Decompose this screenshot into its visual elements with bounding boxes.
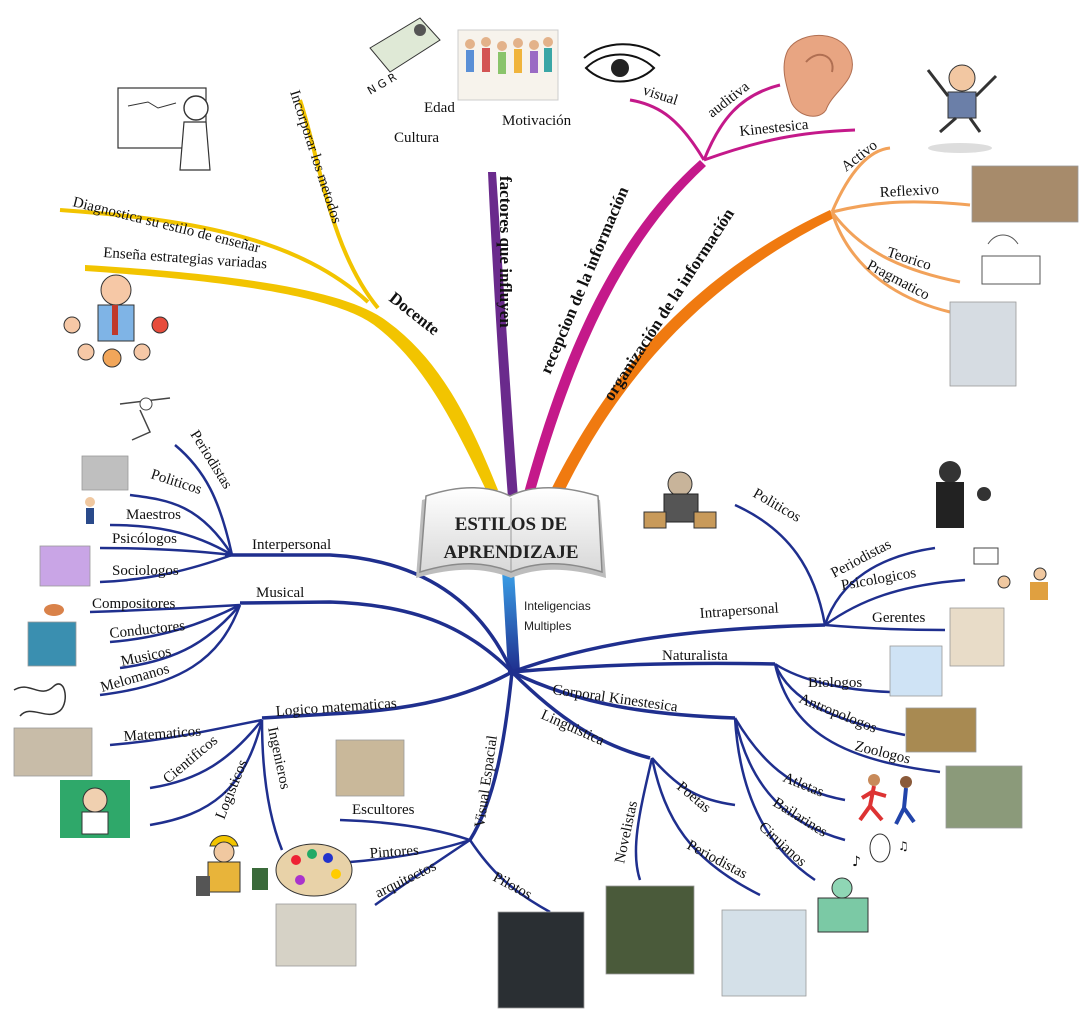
docente-item-incorporar: Incorporar los metodos [286, 88, 344, 225]
people-crowd-icon [457, 29, 559, 101]
math-notes-photo-icon [13, 727, 93, 777]
svg-text:♪: ♪ [852, 854, 861, 870]
ear-icon [783, 34, 853, 117]
journalist-sketch-icon [119, 397, 171, 441]
anthropology-photo-icon [905, 707, 977, 753]
press-cameras-icon [721, 909, 807, 997]
visual-item-pintores: Pintores [369, 843, 419, 862]
cockpit-photo-icon [497, 911, 585, 1009]
handshake-icon [81, 455, 129, 491]
musicians-board-icon [27, 621, 77, 667]
sub-visual [339, 671, 551, 914]
center-title-line2: APRENDIZAJE [443, 542, 578, 563]
biologist-icon [889, 645, 943, 697]
teacher-figure-icon [85, 497, 95, 524]
reading-man-photo-icon [605, 885, 695, 975]
interpersonal-item-psicologos: Psicólogos [112, 531, 177, 547]
logico-item-matematicos: Matematicos [123, 724, 202, 745]
svg-text:♫: ♫ [898, 839, 909, 853]
factores-label: factores que influyen [496, 176, 515, 328]
logico-item-ingenieros: Ingenieros [264, 726, 293, 791]
sub-corporal [511, 670, 846, 882]
visual-label: Visual Espacial [472, 734, 501, 828]
tired-man-photo-icon [971, 165, 1079, 223]
docente-item-diagnostica: Diagnostica su estilo de enseñar [71, 194, 262, 256]
corporal-item-atletas: Atletas [781, 770, 827, 801]
intrapersonal-item-politicos: Politicos [750, 486, 804, 526]
mad-scientist-icon [60, 780, 130, 838]
visual-item-escultores: Escultores [352, 802, 415, 818]
naturalista-item-biologos: Biologos [808, 675, 862, 691]
linguistica-label: Linguistica [538, 707, 606, 749]
naturalista-item-zoologos: Zoologos [853, 738, 912, 767]
visual-item-pilotos: Pilotos [490, 869, 534, 903]
zoologist-photo-icon [945, 765, 1023, 829]
thinking-desk-icon [981, 234, 1041, 285]
linguistica-item-periodistas: Periodistas [684, 837, 750, 882]
runners-icon [858, 774, 916, 825]
recepcion-item-kinestesica: Kinestesica [739, 117, 810, 140]
center-title-line1: ESTILOS DE [455, 514, 567, 535]
eye-icon [583, 43, 661, 83]
intrapersonal-label: Intrapersonal [699, 601, 779, 622]
corporal-label: Corporal Kinestesica [551, 682, 679, 715]
interpersonal-item-maestros: Maestros [126, 507, 181, 523]
organizacion-item-reflexivo: Reflexivo [879, 182, 939, 201]
sub-musical [89, 600, 514, 697]
teacher-whiteboard-icon [117, 87, 211, 171]
factores-item-edad: Edad [424, 100, 455, 116]
sub-logico [109, 670, 513, 851]
bird-icon [44, 604, 64, 616]
newsman-microphone-icon [936, 461, 991, 528]
visual-item-arquitectos: arquitectos [373, 858, 439, 901]
musical-label: Musical [256, 585, 304, 601]
sociologist-cartoon-icon [39, 545, 91, 587]
inteligencias-label-2: Multiples [524, 619, 571, 633]
interpersonal-item-sociologos: Sociologos [112, 563, 179, 579]
branch-factores: factores que influyen Edad Cultura Motiv… [394, 100, 572, 498]
musical-item-compositores: Compositores [92, 596, 175, 612]
interpersonal-label: Interpersonal [252, 537, 331, 553]
logico-label: Logico matematicas [275, 696, 397, 720]
intrapersonal-item-gerentes: Gerentes [872, 610, 925, 626]
logico-item-logisticos: Logisticos [213, 757, 251, 821]
center-book: ESTILOS DE APRENDIZAJE [416, 487, 606, 578]
jumping-man-icon [926, 64, 998, 153]
organizacion-label: organización de la información [599, 204, 738, 404]
sub-interpersonal [99, 444, 514, 673]
factores-item-cultura: Cultura [394, 130, 439, 146]
office-woman-photo-icon [949, 301, 1017, 387]
naturalista-item-antropologos: Antropologos [797, 691, 880, 737]
musical-item-conductores: Conductores [109, 618, 186, 642]
psychologist-icon [973, 547, 1048, 600]
surgeon-icon [817, 877, 869, 933]
factores-item-motivacion: Motivación [502, 113, 572, 129]
scribble-icon [13, 683, 66, 717]
naturalista-label: Naturalista [662, 648, 728, 664]
dancing-dog-icon: ♪ ♫ [852, 833, 909, 870]
manager-woman-photo-icon [949, 607, 1005, 667]
teacher-children-icon [63, 274, 169, 368]
inteligencias-label-1: Inteligencias [524, 599, 591, 613]
book-reading-icon: N G R [365, 17, 441, 98]
interpersonal-item-politicos: Politicos [149, 467, 204, 498]
drafting-photo-icon [275, 903, 357, 967]
ruins-photo-icon [335, 739, 405, 797]
gangster-icon [643, 471, 717, 529]
engineer-worker-icon [196, 835, 268, 896]
sub-naturalista [511, 661, 941, 774]
organizacion-item-activo: Activo [839, 137, 881, 175]
sub-intrapersonal [511, 503, 966, 674]
sub-linguistica [510, 670, 761, 897]
paint-palette-icon [275, 843, 353, 897]
svg-text:N G R: N G R [365, 70, 399, 97]
